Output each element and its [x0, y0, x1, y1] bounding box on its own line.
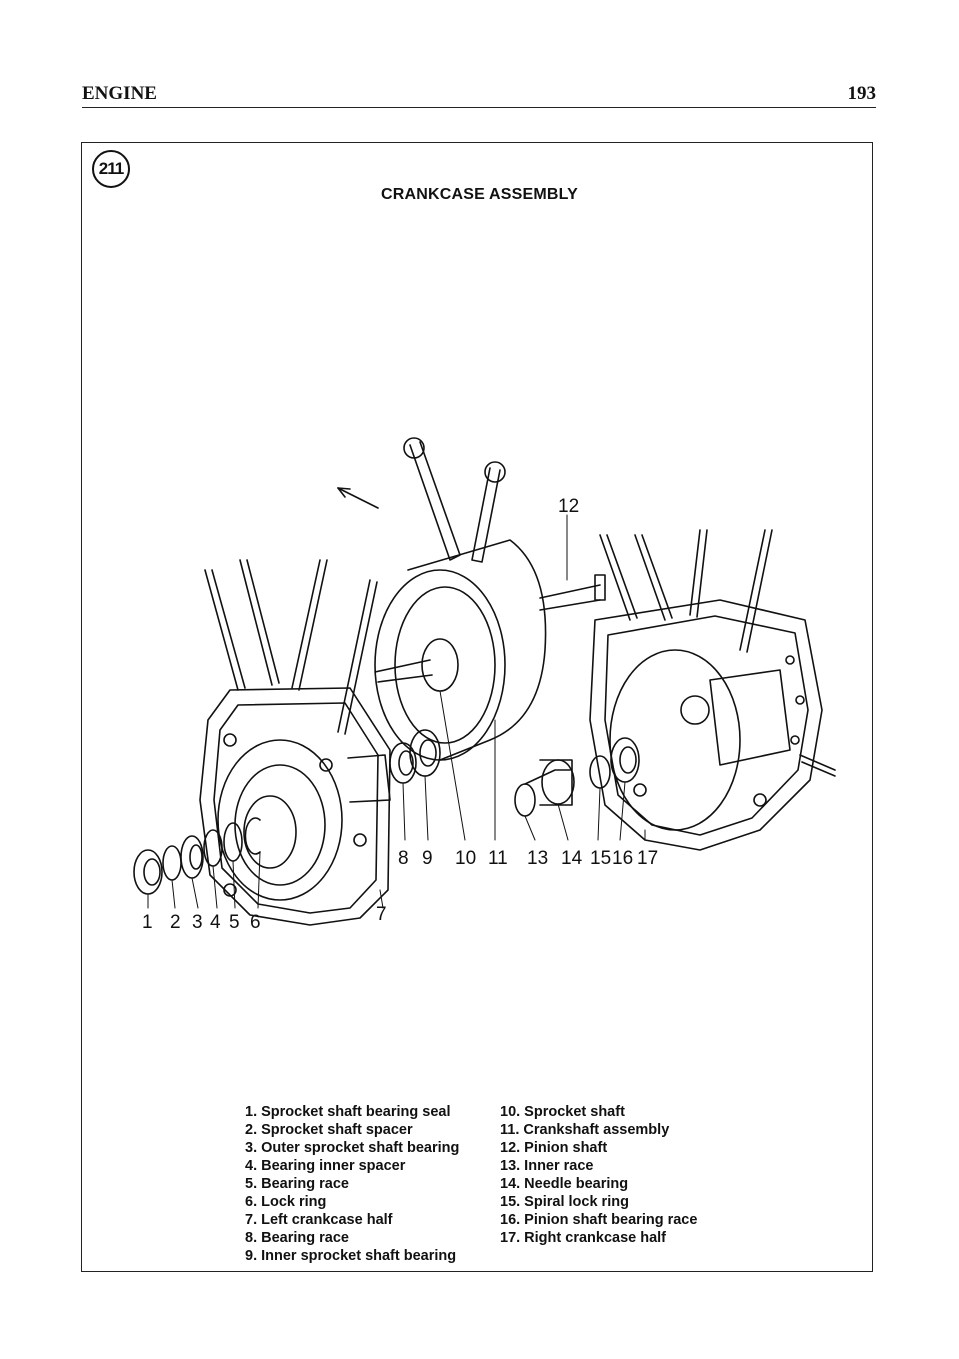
legend-item-3: 3. Outer sprocket shaft bearing [245, 1140, 460, 1156]
callout-4: 4 [210, 912, 221, 933]
legend-item-2: 2. Sprocket shaft spacer [245, 1122, 413, 1138]
callout-12: 12 [558, 496, 579, 517]
callout-1: 1 [142, 912, 153, 933]
callout-numbers: 1 2 3 4 5 6 7 8 9 10 11 12 13 14 15 16 1… [142, 496, 658, 933]
legend-item-7: 7. Left crankcase half [245, 1212, 393, 1228]
callout-leaders [147, 514, 646, 909]
legend-right-column: 10. Sprocket shaft 11. Crankshaft assemb… [500, 1103, 697, 1247]
crankshaft-assembly [374, 437, 606, 761]
legend-item-12: 12. Pinion shaft [500, 1140, 608, 1156]
page-number: 193 [847, 83, 877, 104]
callout-9: 9 [422, 848, 433, 869]
figure-title: CRANKCASE ASSEMBLY [380, 186, 579, 203]
figure-frame [81, 142, 873, 1272]
page-header: ENGINE 193 [82, 83, 876, 107]
figure-number-badge: 211 [92, 150, 130, 188]
direction-arrow [337, 487, 379, 509]
direction-arrowhead [337, 487, 351, 498]
crankcase-exploded-diagram: 1 2 3 4 5 6 7 8 9 10 11 12 13 14 15 16 1… [133, 437, 836, 933]
left-case-studs [204, 559, 378, 735]
legend-item-14: 14. Needle bearing [500, 1176, 629, 1192]
header-rule [82, 107, 876, 108]
legend-left-column: 1. Sprocket shaft bearing seal 2. Sprock… [245, 1103, 459, 1265]
legend-item-15: 15. Spiral lock ring [500, 1194, 629, 1210]
legend-item-1: 1. Sprocket shaft bearing seal [245, 1104, 451, 1120]
pinion-shaft-parts [514, 737, 640, 817]
legend-item-6: 6. Lock ring [245, 1194, 327, 1210]
callout-16: 16 [612, 848, 633, 869]
callout-7: 7 [376, 904, 387, 925]
callout-8: 8 [398, 848, 409, 869]
callout-11: 11 [488, 848, 508, 869]
callout-13: 13 [527, 848, 548, 869]
callout-6: 6 [250, 912, 261, 933]
callout-10: 10 [455, 848, 476, 869]
callout-3: 3 [192, 912, 203, 933]
callout-15: 15 [590, 848, 611, 869]
legend-item-9: 9. Inner sprocket shaft bearing [245, 1248, 457, 1264]
legend-item-11: 11. Crankshaft assembly [500, 1122, 670, 1138]
legend-item-16: 16. Pinion shaft bearing race [500, 1212, 698, 1228]
right-crankcase-half [589, 599, 836, 851]
legend-item-13: 13. Inner race [500, 1158, 594, 1174]
section-title: ENGINE [82, 83, 157, 104]
callout-5: 5 [229, 912, 240, 933]
legend-item-8: 8. Bearing race [245, 1230, 349, 1246]
callout-14: 14 [561, 848, 583, 869]
left-crankcase-half [199, 687, 391, 926]
legend-item-5: 5. Bearing race [245, 1176, 349, 1192]
legend-item-4: 4. Bearing inner spacer [245, 1158, 406, 1174]
legend-item-17: 17. Right crankcase half [500, 1230, 667, 1246]
callout-17: 17 [637, 848, 658, 869]
legend-item-10: 10. Sprocket shaft [500, 1104, 625, 1120]
right-case-studs [599, 529, 773, 653]
callout-2: 2 [170, 912, 181, 933]
